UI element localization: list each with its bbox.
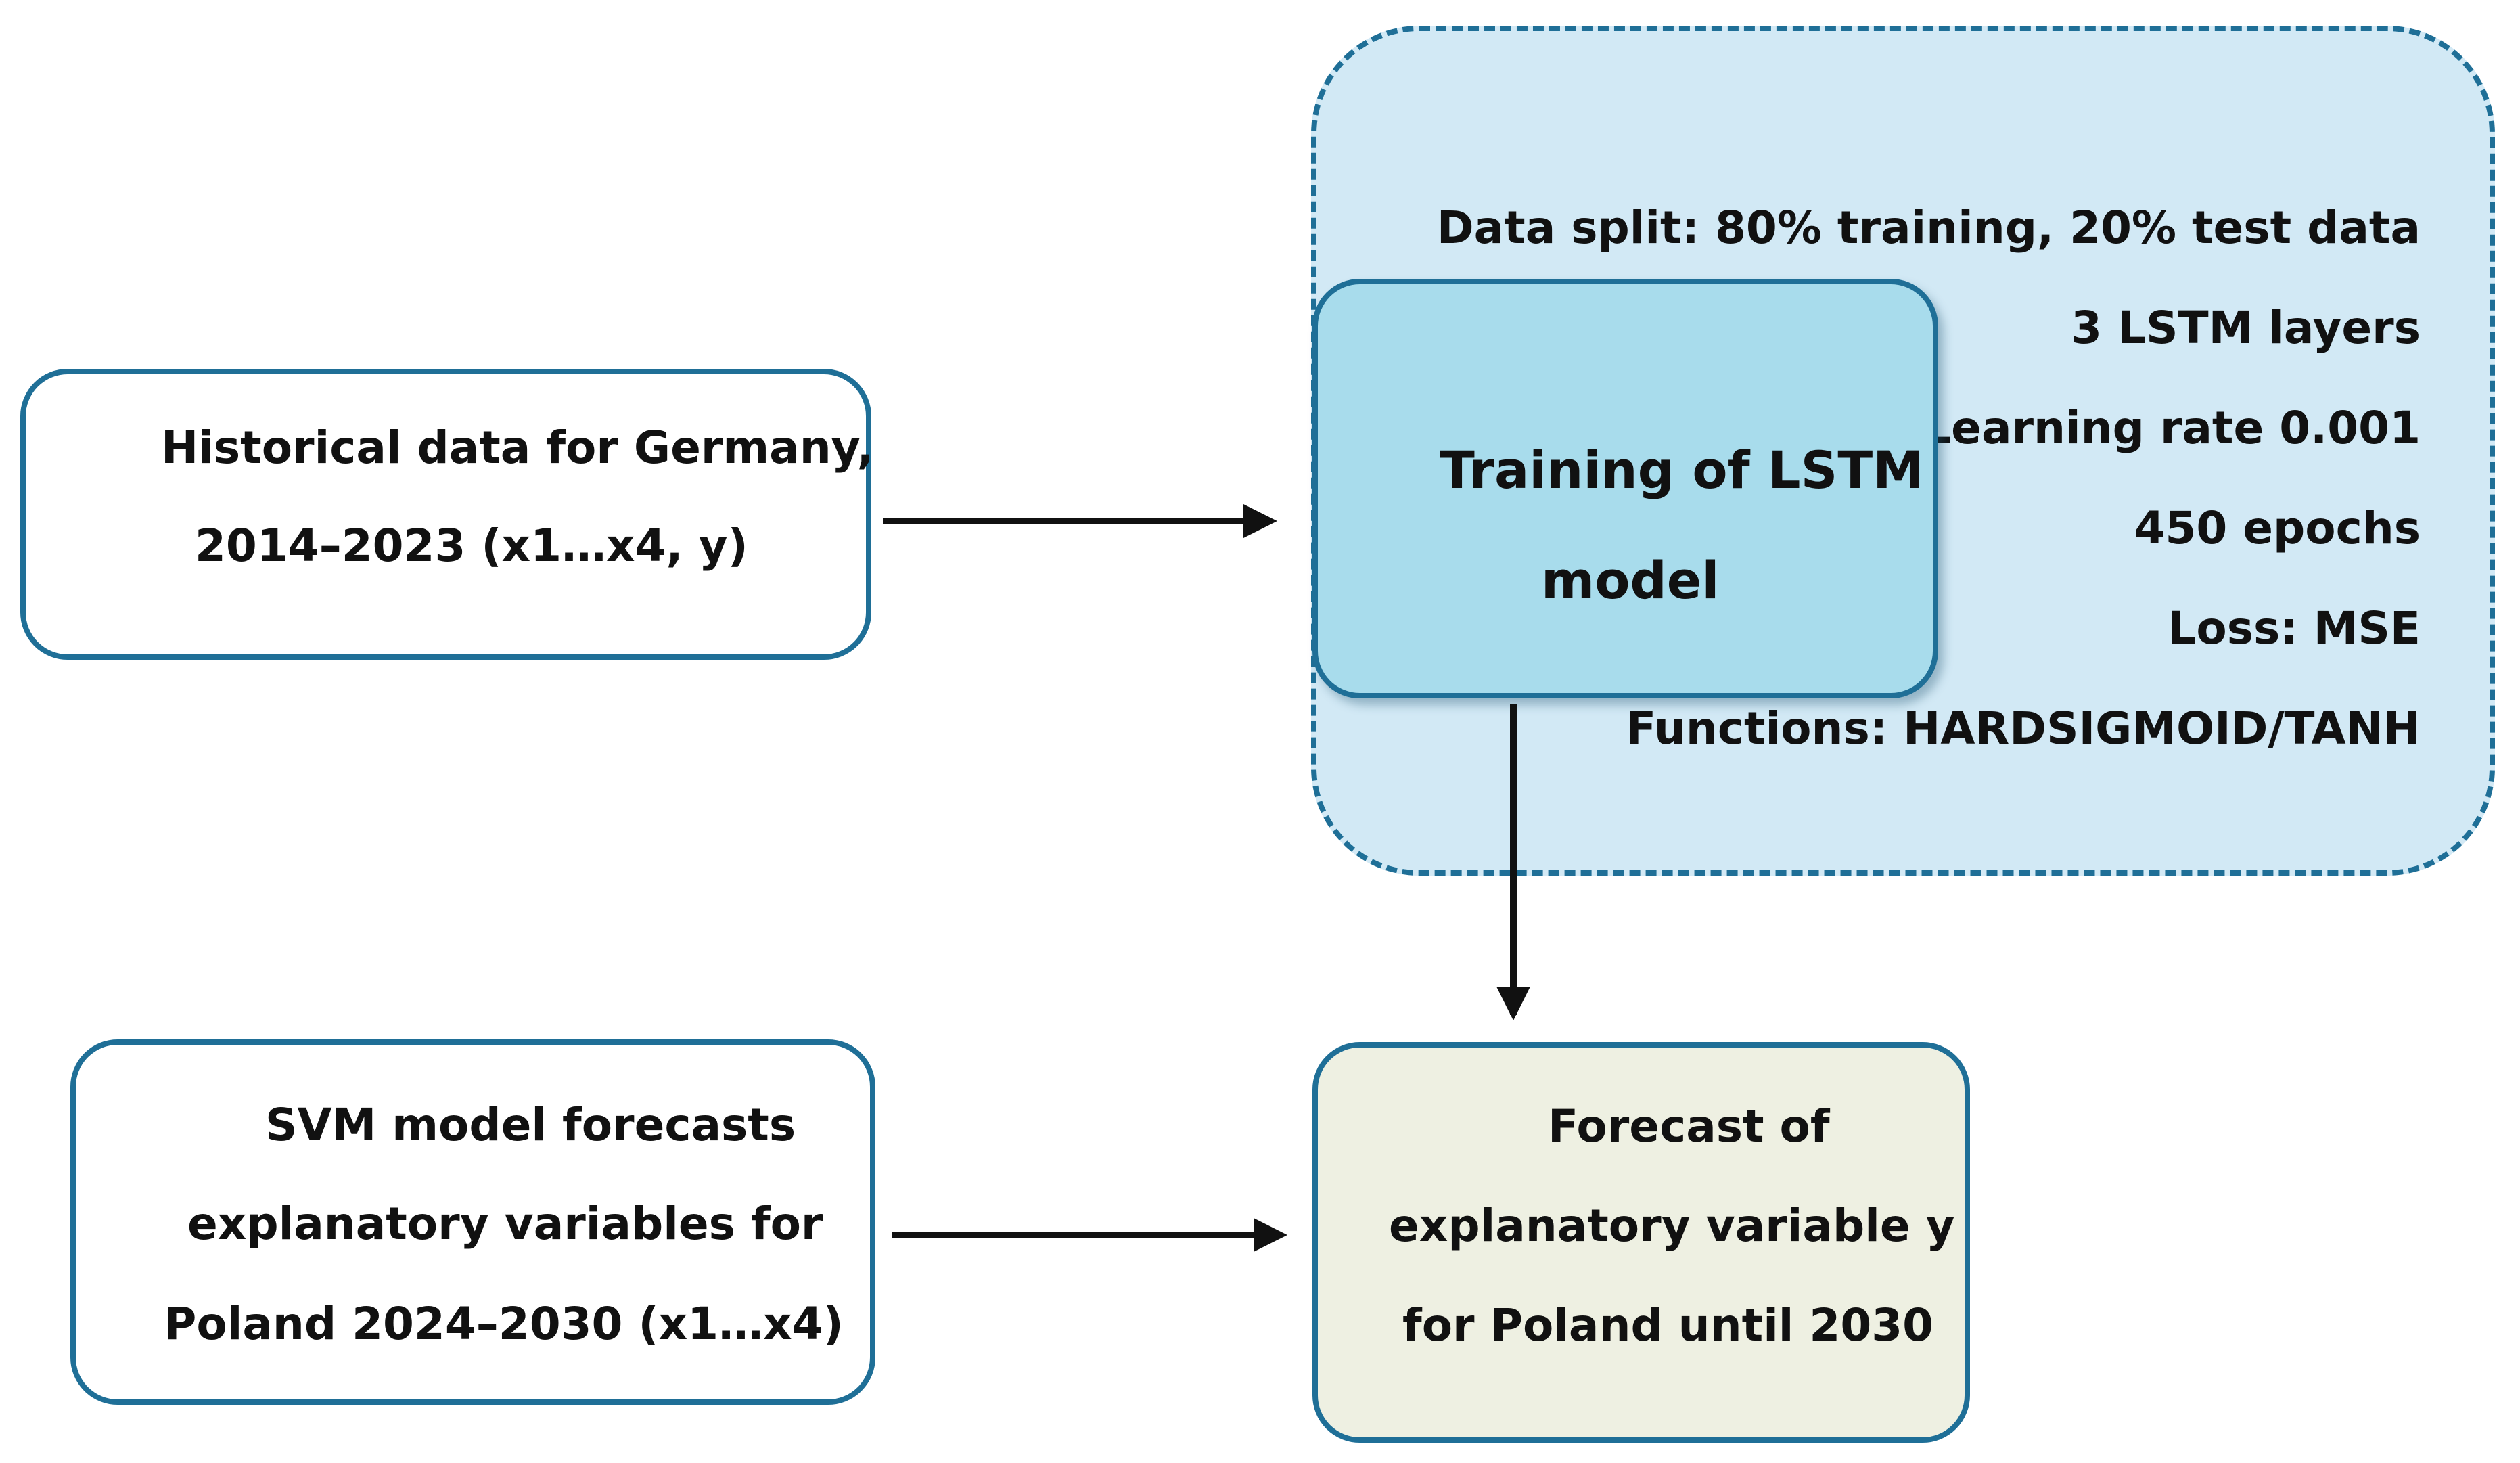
svm-forecasts-line2: explanatory variables for — [187, 1198, 823, 1250]
param-epochs: 450 epochs — [2134, 502, 2421, 554]
svm-forecasts-line1: SVM model forecasts — [265, 1099, 796, 1151]
svm-forecasts-box: SVM model forecasts explanatory variable… — [70, 1039, 875, 1405]
forecast-output-line3: for Poland until 2030 — [1402, 1299, 1934, 1351]
historical-data-line2: 2014–2023 (x1…x4, y) — [195, 520, 748, 572]
param-loss: Loss: MSE — [2168, 602, 2421, 654]
forecast-output-line2: explanatory variable y — [1389, 1200, 1955, 1252]
svm-forecasts-line3: Poland 2024–2030 (x1…x4) — [164, 1298, 844, 1350]
lstm-training-box: Training of LSTM model — [1312, 279, 1938, 698]
lstm-training-line1: Training of LSTM — [1440, 440, 1924, 500]
param-learning-rate: Learning rate 0.001 — [1923, 402, 2421, 454]
historical-data-box: Historical data for Germany, 2014–2023 (… — [20, 369, 874, 660]
historical-data-line1: Historical data for Germany, — [161, 422, 874, 474]
param-data-split: Data split: 80% training, 20% test data — [1436, 202, 2421, 254]
param-lstm-layers: 3 LSTM layers — [2071, 302, 2421, 354]
forecast-output-box: Forecast of explanatory variable y for P… — [1312, 1042, 1970, 1443]
param-functions: Functions: HARDSIGMOID/TANH — [1626, 702, 2421, 755]
lstm-training-line2: model — [1541, 550, 1720, 610]
forecast-output-line1: Forecast of — [1548, 1100, 1830, 1152]
